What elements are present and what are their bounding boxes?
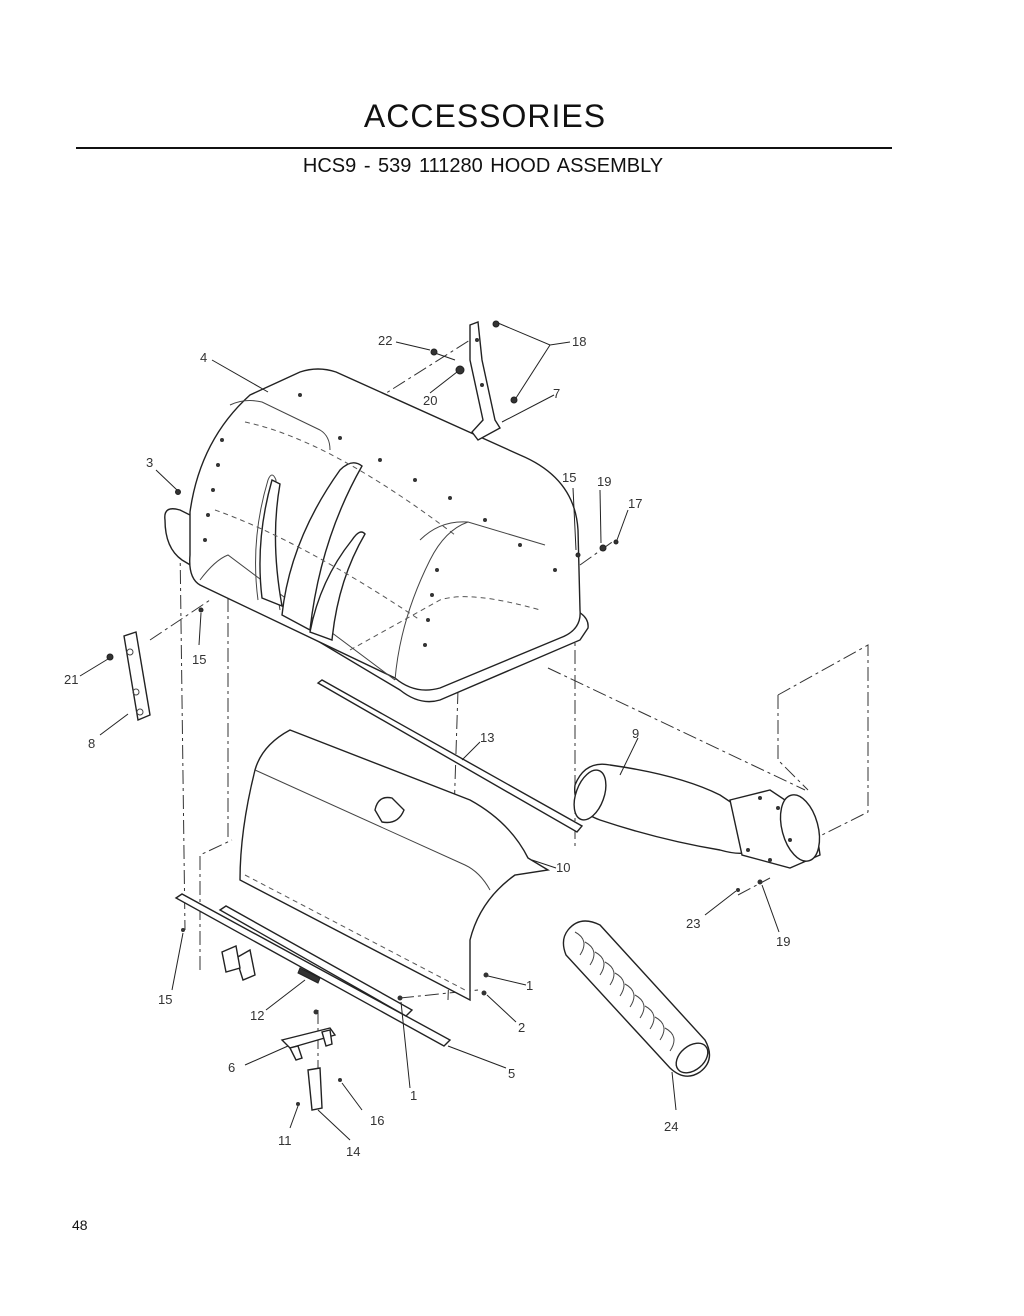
callout-24: 24: [664, 1119, 678, 1134]
callout-14: 14: [346, 1144, 360, 1159]
callout-15-bottom: 15: [158, 992, 172, 1007]
callout-20: 20: [423, 393, 437, 408]
top-fasteners: [106, 320, 619, 661]
lower-rail-assembly: [174, 893, 489, 1047]
callout-19-top: 19: [597, 474, 611, 489]
seal-strip: [316, 679, 584, 833]
latch-assembly: [280, 1009, 342, 1111]
callout-1-right: 1: [526, 978, 533, 993]
title-divider: [76, 147, 892, 149]
side-plate: [123, 631, 151, 721]
discharge-elbow: [573, 763, 821, 892]
hood-main: [164, 368, 589, 703]
callout-leaders: [79, 322, 780, 1141]
callout-2: 2: [518, 1020, 525, 1035]
callout-19-bottom: 19: [776, 934, 790, 949]
callout-13: 13: [480, 730, 494, 745]
callout-6: 6: [228, 1060, 235, 1075]
callout-1-bottom: 1: [410, 1088, 417, 1103]
callout-10: 10: [556, 860, 570, 875]
callout-8: 8: [88, 736, 95, 751]
callout-23: 23: [686, 916, 700, 931]
callout-5: 5: [508, 1066, 515, 1081]
callout-15-top: 15: [562, 470, 576, 485]
callout-16: 16: [370, 1113, 384, 1128]
page-number: 48: [72, 1217, 88, 1233]
callout-12: 12: [250, 1008, 264, 1023]
callout-3: 3: [146, 455, 153, 470]
callout-4: 4: [200, 350, 207, 365]
callout-11: 11: [278, 1133, 292, 1148]
lower-hood-panel: [239, 729, 551, 1002]
callout-9: 9: [632, 726, 639, 741]
callout-15-side: 15: [192, 652, 206, 667]
hood-bracket: [469, 321, 501, 441]
callout-22: 22: [378, 333, 392, 348]
page-subtitle: HCS9 - 539 111280 HOOD ASSEMBLY: [302, 155, 664, 177]
page-title: ACCESSORIES: [363, 98, 607, 134]
callout-18: 18: [572, 334, 586, 349]
callout-17: 17: [628, 496, 642, 511]
callout-21: 21: [64, 672, 78, 687]
callout-7: 7: [553, 386, 560, 401]
flexible-hose: [562, 920, 711, 1077]
callout-labels: 22 18 20 7 4 3 15 19 17 21 15 8 13 9 10 …: [64, 333, 790, 1159]
